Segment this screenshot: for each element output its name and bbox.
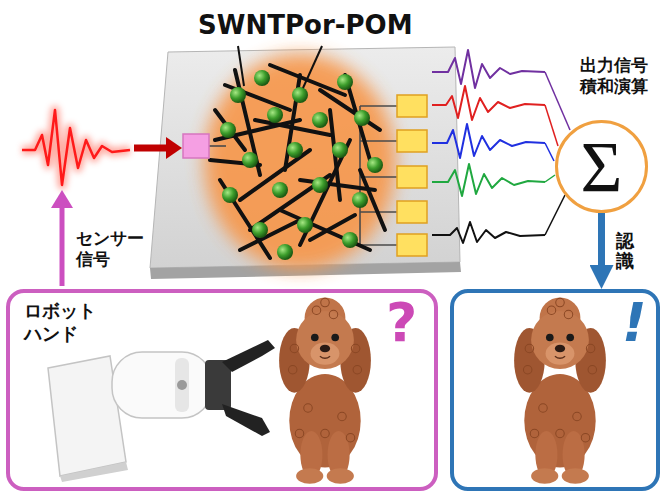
- wiring: [360, 105, 397, 107]
- molecule-dots: [220, 122, 236, 138]
- molecule-dots: [292, 87, 308, 103]
- sum-inputs: [545, 175, 555, 182]
- output-pads: [397, 166, 427, 188]
- output-waves: [432, 86, 545, 120]
- output-waves: [432, 50, 545, 88]
- recognition-arrow: [598, 213, 605, 271]
- molecule-dots: [277, 244, 293, 260]
- output-waves: [432, 164, 545, 196]
- wiring: [209, 145, 226, 147]
- sum-inputs: [545, 72, 570, 130]
- wiring: [360, 244, 397, 246]
- output-pads: [397, 95, 427, 117]
- glow: [204, 54, 396, 270]
- molecule-dots: [312, 177, 328, 193]
- panel-title: ロボット ハンド: [24, 299, 108, 346]
- output-pads: [397, 95, 427, 256]
- nanotube-network: [280, 210, 370, 250]
- robot-panel: ロボット ハンド?: [6, 289, 438, 491]
- input-arrow: [166, 137, 182, 159]
- molecule-dots: [252, 222, 268, 238]
- edge-label: 認識: [616, 231, 634, 271]
- nanotube-network: [225, 85, 290, 110]
- molecule-dots: [332, 142, 348, 158]
- heading-text: 出力信号 積和演算: [580, 55, 654, 98]
- molecule-dots: [352, 192, 368, 208]
- signal-label: センサー 信号: [76, 228, 154, 271]
- device-board: [150, 47, 461, 279]
- output-waves: [432, 222, 545, 243]
- leader-lines: [238, 46, 322, 88]
- nanotube-network: [215, 110, 245, 150]
- sum-inputs: [545, 105, 558, 146]
- nanotube-network: [300, 180, 375, 190]
- input-arrow: [134, 145, 168, 152]
- sum-inputs: [545, 195, 565, 235]
- sensor-arrow: [51, 190, 73, 286]
- molecule-dots: [312, 112, 328, 128]
- molecule-dots: [287, 142, 303, 158]
- nanotube-network: [235, 70, 260, 175]
- sum-symbol: Σ: [558, 123, 645, 210]
- leader-lines: [238, 46, 244, 86]
- molecule-dots: [242, 152, 258, 168]
- output-waves: [432, 50, 545, 243]
- molecule-dots: [222, 187, 238, 203]
- robot-hand: [175, 358, 189, 412]
- molecule-dots: [272, 182, 288, 198]
- material-label: Por-POM: [285, 10, 413, 41]
- robot-hand: [60, 462, 128, 482]
- leader-lines: [303, 46, 322, 88]
- input-wave: [22, 110, 130, 185]
- dog-photo: [279, 298, 371, 484]
- output-pads: [397, 234, 427, 256]
- sensor-arrow: [60, 205, 65, 286]
- input-arrow: [134, 137, 182, 159]
- wiring: [209, 106, 397, 245]
- molecule-dots: [297, 217, 313, 233]
- molecule-dots: [367, 157, 383, 173]
- robot-hand: [112, 352, 212, 418]
- molecule-dots: [337, 74, 353, 90]
- dog-photo: [514, 298, 606, 484]
- nanotube-network: [240, 150, 310, 200]
- molecule-dots: [354, 110, 370, 126]
- output-waves: [432, 124, 545, 158]
- input-wave: [22, 110, 130, 185]
- robot-hand: [177, 380, 187, 390]
- exclamation-mark: !: [622, 293, 647, 352]
- nanotube-network: [240, 220, 300, 250]
- recognition-panel: !: [450, 289, 660, 491]
- dog-photo: [279, 298, 606, 484]
- molecule-dots: [230, 87, 246, 103]
- molecule-dots: [267, 107, 283, 123]
- nanotube-network: [215, 120, 300, 140]
- input-pad: [183, 134, 209, 158]
- robot-hand: [222, 404, 270, 436]
- sensor-arrow: [51, 190, 73, 208]
- nanotube-network: [250, 175, 330, 230]
- output-pads: [397, 201, 427, 223]
- input-pad: [183, 134, 209, 158]
- molecule-dots: [254, 70, 270, 86]
- input-wave: [22, 110, 130, 185]
- molecule-dots: [342, 232, 358, 248]
- output-pads: [397, 130, 427, 152]
- nanotube-network: [210, 65, 385, 258]
- sum-inputs: [545, 143, 554, 161]
- molecule-dots: [220, 70, 383, 260]
- robot-hand: [205, 360, 231, 410]
- wiring: [360, 176, 397, 178]
- material-label: SWNT: [198, 10, 285, 41]
- robot-hand: [222, 340, 275, 372]
- glow: [204, 54, 396, 270]
- question-mark: ?: [386, 293, 417, 352]
- sum-circle: 出力信号 積和演算Σ: [555, 120, 648, 213]
- robot-hand: [48, 340, 275, 482]
